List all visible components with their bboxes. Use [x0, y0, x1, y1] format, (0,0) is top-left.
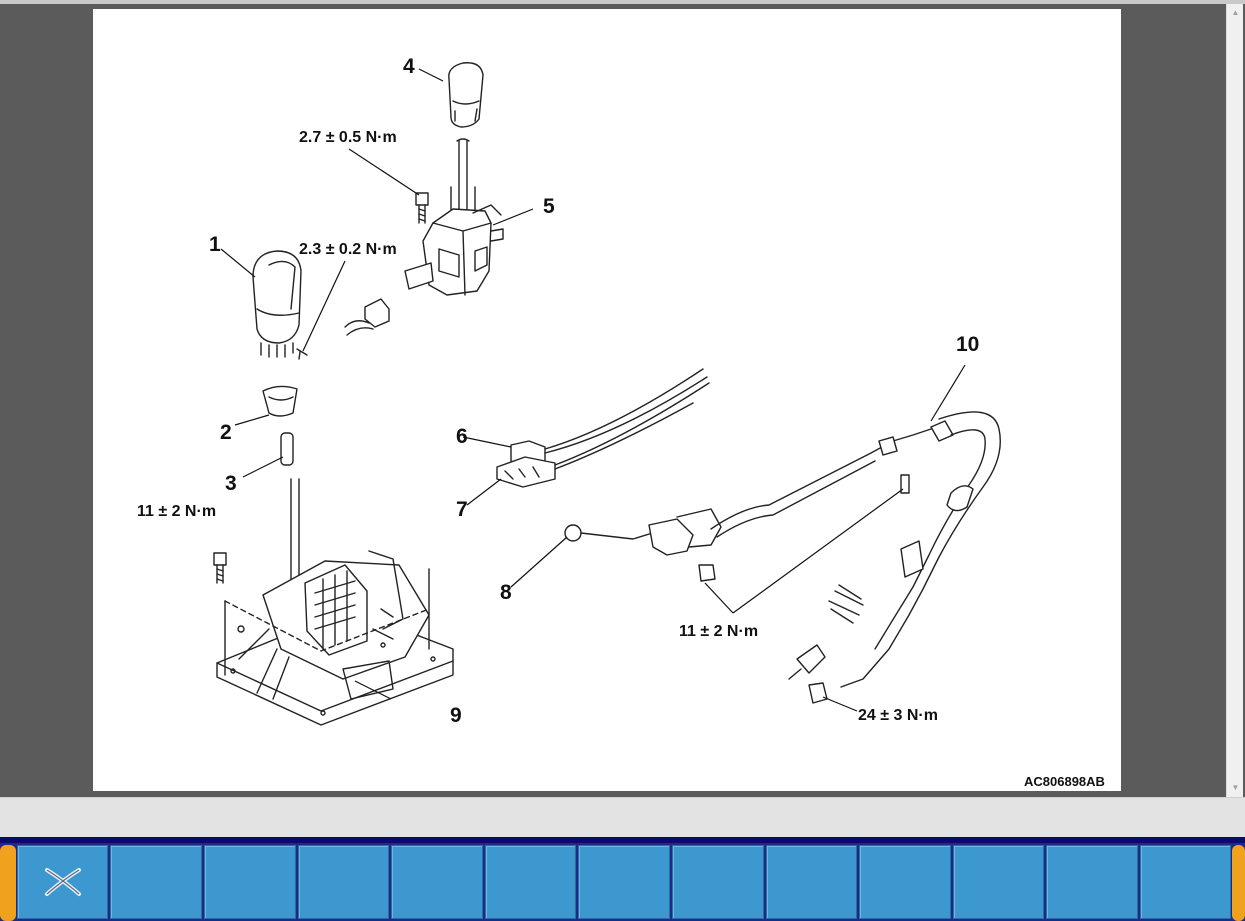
- toolbar-button-13[interactable]: [1140, 845, 1231, 919]
- callout-4: 4: [403, 55, 415, 78]
- callout-5: 5: [543, 195, 555, 218]
- toolbar-button-4[interactable]: [298, 845, 389, 919]
- callout-6: 6: [456, 425, 468, 448]
- part-6-7-switch: [496, 368, 710, 488]
- scroll-up-icon[interactable]: ▲: [1231, 8, 1240, 17]
- bolt-11-left: [213, 552, 227, 584]
- torque-2-7: 2.7 ± 0.5 N·m: [299, 129, 397, 146]
- toolbar-button-8[interactable]: [672, 845, 764, 919]
- connector: [344, 298, 390, 336]
- bolt-2-7: [415, 192, 429, 224]
- figure-id: AC806898AB: [1024, 774, 1105, 789]
- part-2-cap: [262, 385, 298, 417]
- torque-11-right: 11 ± 2 N·m: [679, 623, 758, 640]
- close-x-icon: [44, 868, 81, 896]
- toolbar-button-7[interactable]: [578, 845, 670, 919]
- toolbar-button-5[interactable]: [391, 845, 483, 919]
- bottom-toolbar: [0, 837, 1245, 921]
- callout-3: 3: [225, 472, 237, 495]
- part-9-base: [216, 478, 454, 726]
- callout-1: 1: [209, 233, 221, 256]
- torque-2-3: 2.3 ± 0.2 N·m: [299, 241, 397, 258]
- part-5-lever: [404, 138, 504, 296]
- toolbar-right-cap: [1232, 845, 1245, 921]
- toolbar-button-2[interactable]: [110, 845, 202, 919]
- part-1-knob: [252, 250, 302, 358]
- torque-24: 24 ± 3 N·m: [858, 707, 938, 724]
- document-viewer: 4 5 1 2 3 6 7 8 9 10 2.7 ± 0.5 N·m 2.3 ±…: [0, 0, 1245, 797]
- callout-8: 8: [500, 581, 512, 604]
- part-3-pin: [280, 432, 294, 466]
- part-4-knob: [448, 62, 484, 128]
- vertical-scrollbar[interactable]: ▲ ▼: [1226, 4, 1243, 797]
- toolbar-button-11[interactable]: [953, 845, 1044, 919]
- callout-2: 2: [220, 421, 232, 444]
- scroll-down-icon[interactable]: ▼: [1231, 783, 1240, 792]
- part-8-10-cable: [564, 411, 1001, 704]
- exploded-parts-diagram: 4 5 1 2 3 6 7 8 9 10 2.7 ± 0.5 N·m 2.3 ±…: [137, 55, 1105, 789]
- screw-2-3: [296, 348, 308, 360]
- toolbar-button-9[interactable]: [766, 845, 857, 919]
- close-button[interactable]: [17, 845, 108, 919]
- toolbar-button-3[interactable]: [204, 845, 296, 919]
- callout-7: 7: [456, 498, 468, 521]
- torque-11-left: 11 ± 2 N·m: [137, 503, 216, 520]
- diagram-page: 4 5 1 2 3 6 7 8 9 10 2.7 ± 0.5 N·m 2.3 ±…: [93, 9, 1121, 791]
- toolbar-button-12[interactable]: [1046, 845, 1138, 919]
- status-bar: [0, 797, 1245, 837]
- toolbar-left-cap: [0, 845, 16, 921]
- callout-9: 9: [450, 704, 462, 727]
- top-strip: [0, 0, 1245, 4]
- callout-10: 10: [956, 333, 979, 356]
- toolbar-button-6[interactable]: [485, 845, 576, 919]
- toolbar-button-10[interactable]: [859, 845, 951, 919]
